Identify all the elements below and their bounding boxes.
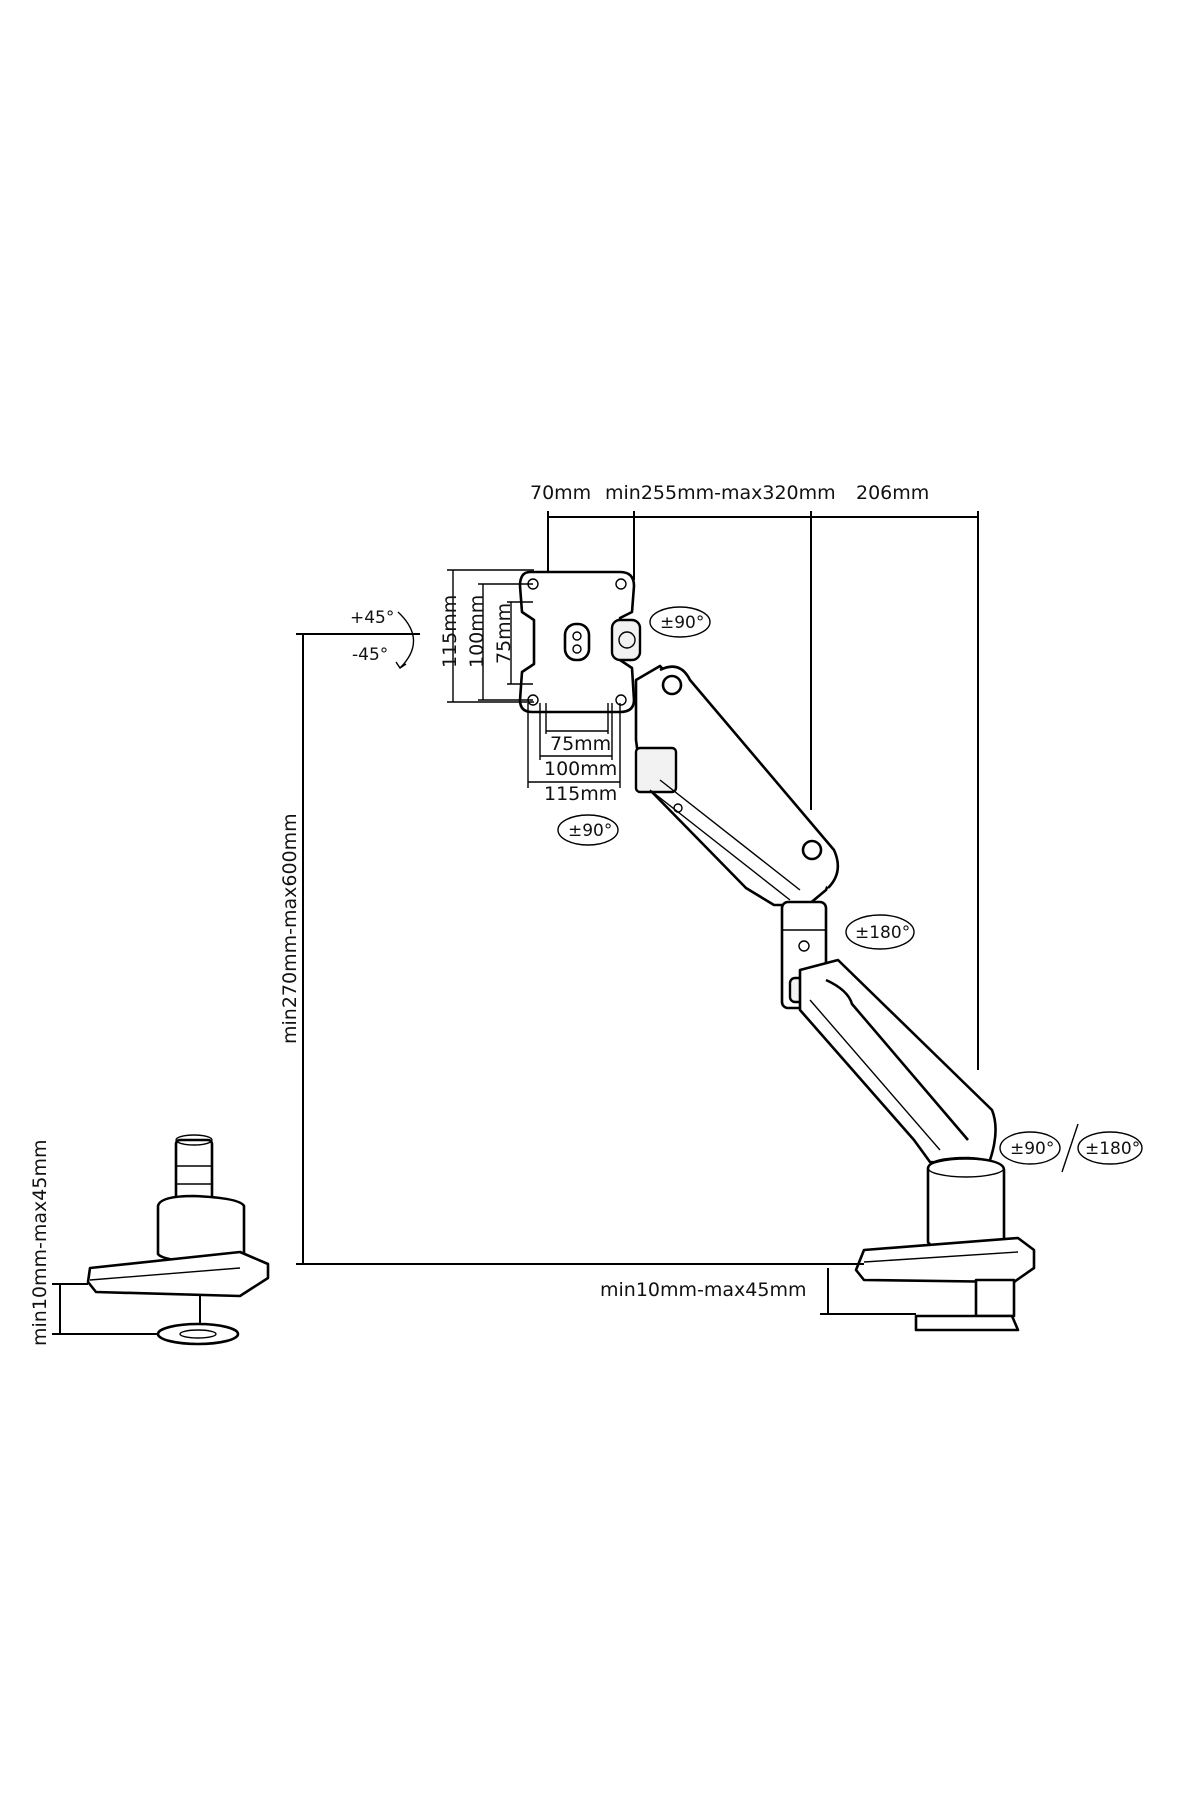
dim-clamp-range-main: min10mm-max45mm [600, 1279, 806, 1301]
tilt-arrow-icon [397, 611, 415, 669]
dim-vesa-height-outer: 115mm [439, 595, 461, 668]
dim-vertical-range: min270mm-max600mm [279, 813, 301, 1044]
swivel-head-label: ±90° [660, 613, 704, 633]
tilt-down-label: -45° [352, 645, 388, 665]
rotation-arrow-icon-head [649, 606, 711, 638]
rotation-arrow-icon-elbow [845, 914, 915, 950]
vesa-vertical-dims [447, 569, 534, 703]
rotate-head-label: ±90° [568, 821, 612, 841]
base-rotation-b-label: ±180° [1085, 1139, 1140, 1159]
vertical-range-lines [296, 633, 864, 1265]
dim-vesa-width-inner: 75mm [550, 733, 611, 755]
rotation-arrow-icon-rotate [557, 814, 619, 846]
dim-vesa-width-mid: 100mm [544, 758, 617, 780]
dim-vesa-height-inner: 75mm [493, 603, 515, 664]
dim-vesa-width-outer: 115mm [544, 783, 617, 805]
dim-top-middle: min255mm-max320mm [605, 482, 836, 504]
lower-arm [798, 958, 997, 1166]
dim-top-left: 70mm [530, 482, 591, 504]
top-dimension-lines [547, 511, 979, 1070]
tilt-up-label: +45° [350, 608, 394, 628]
vesa-horizontal-dims [527, 703, 621, 788]
clamp-range-lines-main [820, 1268, 916, 1315]
dim-clamp-range-side: min10mm-max45mm [29, 1140, 51, 1346]
vesa-plate [518, 570, 642, 714]
rotation-arrow-icon-base [999, 1123, 1143, 1173]
grommet-mount [86, 1134, 270, 1346]
upper-arm [634, 664, 840, 907]
main-desk-clamp [854, 1156, 1036, 1332]
base-rotation-a-label: ±90° [1010, 1139, 1054, 1159]
elbow-rotation-label: ±180° [855, 923, 910, 943]
clamp-range-lines-side [52, 1283, 158, 1335]
dim-vesa-height-mid: 100mm [466, 595, 488, 668]
dim-top-right: 206mm [856, 482, 929, 504]
